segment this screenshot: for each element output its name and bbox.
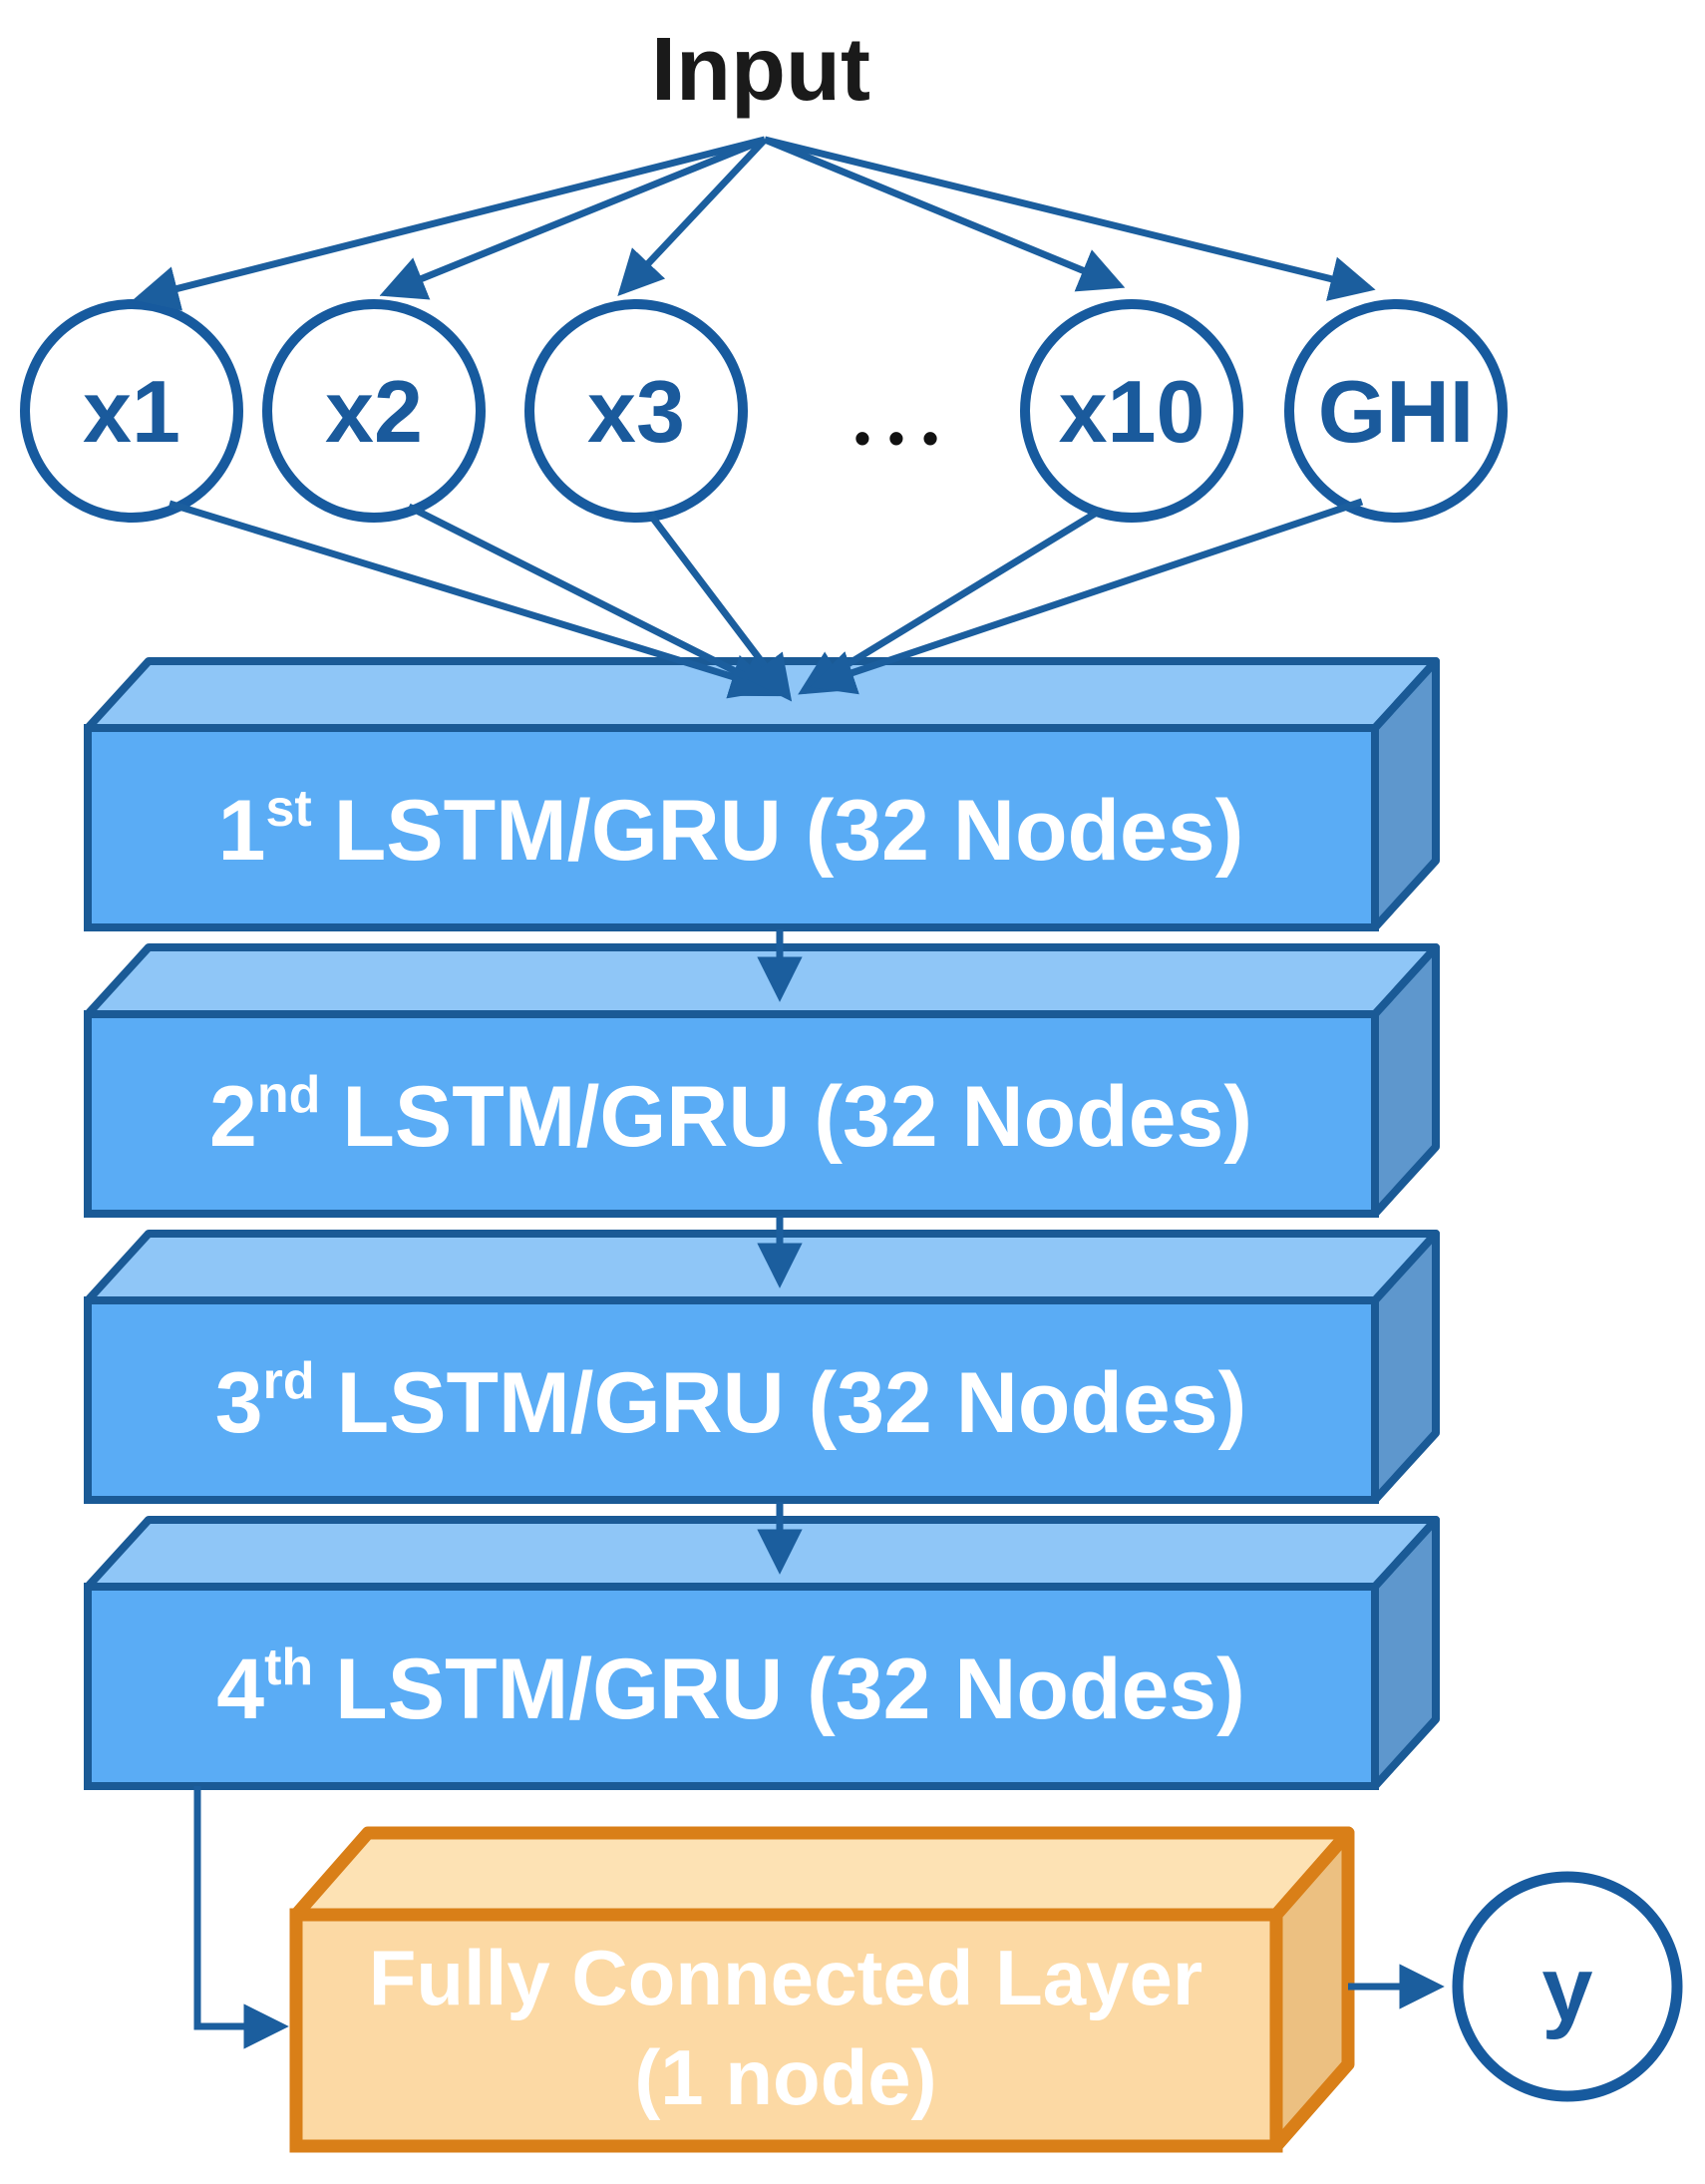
output-node-y-label: y [1541,1939,1592,2040]
layer-2-box: 2nd LSTM/GRU (32 Nodes) [84,943,1440,1218]
arrow-input-to-x2 [379,136,767,300]
arrow-x1-to-layer1 [168,500,777,699]
fc-label-line2: (1 node) [634,2033,936,2121]
fc-label-line1: Fully Connected Layer [369,1934,1203,2021]
input-node-ghi: GHI [1284,299,1508,523]
layer-1-front-face [84,724,1379,931]
layer-2-top-face [84,943,1440,1018]
diagram-title: Input [651,20,870,120]
fully-connected-box: Fully Connected Layer (1 node) [289,1826,1355,2153]
layer-3-front-face [84,1296,1379,1504]
arrow-x3-to-layer1 [648,513,793,702]
input-node-ghi-label: GHI [1318,362,1474,461]
layer-2-ordinal: 2 [209,1069,257,1165]
layer-4-ordinal-suffix: th [264,1638,313,1696]
input-node-x2: x2 [262,299,486,523]
layer-1-top-face [84,657,1440,732]
layer-4-box: 4th LSTM/GRU (32 Nodes) [84,1516,1440,1790]
arrow-input-to-x3 [617,137,768,296]
layer-1-label-text: LSTM/GRU (32 Nodes) [334,783,1244,879]
layer-3-box: 3rd LSTM/GRU (32 Nodes) [84,1230,1440,1504]
layer-3-ordinal: 3 [215,1355,263,1451]
input-node-x2-label: x2 [325,362,423,461]
layer-1-label: 1st LSTM/GRU (32 Nodes) [218,780,1244,879]
layer-2-ordinal-suffix: nd [257,1066,321,1124]
fc-top-face [289,1826,1355,1922]
input-fanout-arrows [133,136,1376,311]
layer-4-label-text: LSTM/GRU (32 Nodes) [335,1641,1245,1737]
layer-3-ordinal-suffix: rd [263,1352,315,1410]
input-node-x10-label: x10 [1059,362,1205,461]
layer-4-label: 4th LSTM/GRU (32 Nodes) [216,1638,1245,1737]
fc-front-face [289,1908,1283,2153]
layer-4-ordinal: 4 [216,1641,264,1737]
layer-2-label: 2nd LSTM/GRU (32 Nodes) [209,1066,1252,1165]
input-node-x2-circle [262,299,486,523]
arrow-ghi-to-layer1 [809,498,1364,695]
nodes-fanin-arrows [168,498,1364,702]
input-node-ghi-circle [1284,299,1508,523]
layer-1-ordinal: 1 [218,783,266,879]
input-node-x3-circle [524,299,748,523]
input-node-x1-label: x1 [83,362,180,461]
layer-2-front-face [84,1010,1379,1218]
output-node-y-circle [1452,1871,1683,2102]
layer-1-box: 1st LSTM/GRU (32 Nodes) [84,657,1440,931]
input-node-x1-circle [20,299,243,523]
layer-2-label-text: LSTM/GRU (32 Nodes) [342,1069,1252,1165]
input-node-x3: x3 [524,299,748,523]
input-node-x3-label: x3 [587,362,685,461]
input-node-x1: x1 [20,299,243,523]
arrow-input-to-x1 [133,136,766,311]
arrow-layer4-to-fc [193,1786,289,2049]
arrow-input-to-ghi [764,136,1376,301]
layer-4-front-face [84,1583,1379,1790]
output-node-y: y [1452,1871,1683,2102]
input-node-x10: x10 [1020,299,1243,523]
arrow-x2-to-layer1 [407,503,786,697]
input-node-x10-circle [1020,299,1243,523]
layer-3-label-text: LSTM/GRU (32 Nodes) [337,1355,1247,1451]
layer-3-top-face [84,1230,1440,1304]
ellipsis-dots: ••• [854,412,956,464]
layer-3-label: 3rd LSTM/GRU (32 Nodes) [215,1352,1246,1451]
layer-4-top-face [84,1516,1440,1591]
layer-1-ordinal-suffix: st [265,780,311,838]
arrow-input-to-x10 [763,136,1126,292]
